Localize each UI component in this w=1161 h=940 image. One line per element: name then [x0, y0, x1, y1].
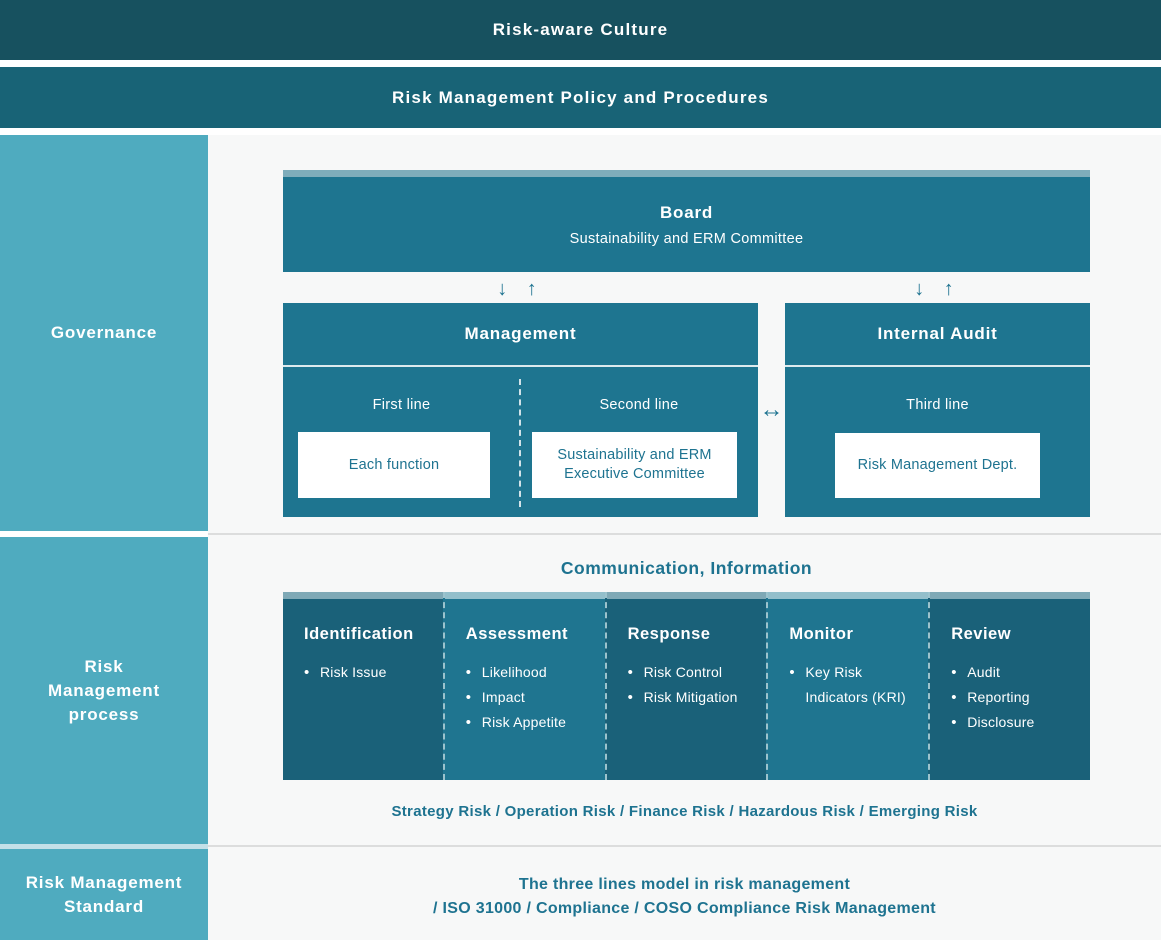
management-header-divider — [283, 365, 758, 367]
first-line-label: First line — [372, 397, 431, 413]
erm-executive-committee-box: Sustainability and ERM Executive Committ… — [532, 432, 737, 498]
down-up-arrows-icon: ↓ ↑ — [914, 277, 961, 300]
column-monitor: Monitor • Key Risk Indicators (KRI) — [766, 592, 929, 780]
internal-audit-box: Internal Audit Third line Risk Managemen… — [785, 303, 1090, 517]
column-top-strip — [606, 592, 767, 599]
risk-management-dept-box: Risk Management Dept. — [835, 433, 1040, 498]
sidebar-label-line: Risk — [84, 656, 124, 676]
communication-information-label: Communication, Information — [560, 558, 813, 578]
board-box: Board Sustainability and ERM Committee — [283, 177, 1090, 272]
bullet-icon: • — [465, 714, 472, 731]
sidebar-label-line: process — [68, 704, 140, 724]
risk-types-label: Strategy Risk / Operation Risk / Finance… — [391, 803, 978, 820]
risk-process-columns: Identification • Risk Issue Assessment •… — [283, 592, 1090, 780]
each-function-box: Each function — [298, 432, 490, 498]
bullet-icon: • — [465, 664, 472, 681]
board-title: Board — [659, 203, 714, 222]
list-item: • Reporting — [951, 685, 1080, 710]
column-title: Review — [951, 625, 1012, 643]
left-right-arrow-icon: ↔ — [759, 396, 784, 423]
bullet-icon: • — [951, 714, 957, 731]
list-item: • Audit — [951, 660, 1080, 685]
internal-audit-header-divider — [785, 365, 1090, 367]
bullet-icon: • — [465, 689, 472, 706]
column-title: Response — [627, 625, 711, 643]
column-identification: Identification • Risk Issue — [283, 592, 443, 780]
list-item: • Impact — [466, 685, 595, 710]
column-title: Assessment — [465, 625, 569, 643]
banner-risk-policy: Risk Management Policy and Procedures — [0, 67, 1161, 128]
section-divider — [208, 533, 1161, 535]
sidebar-section-risk-management-standard: Risk Management Standard — [0, 849, 208, 940]
column-review: Review • Audit • Reporting • Disclosure — [928, 592, 1090, 780]
column-title: Identification — [304, 625, 414, 643]
standard-line: The three lines model in risk management — [518, 876, 851, 893]
bullet-icon: • — [304, 664, 310, 681]
bullet-icon: • — [627, 689, 634, 706]
list-item: • Likelihood — [466, 660, 595, 685]
list-item: • Key Risk Indicators (KRI) — [789, 660, 918, 710]
column-assessment: Assessment • Likelihood • Impact • Risk … — [442, 592, 605, 780]
column-top-strip — [930, 592, 1090, 599]
bullet-icon: • — [627, 664, 634, 681]
down-up-arrows-icon: ↓ ↑ — [497, 277, 544, 300]
sidebar-label-line: Risk Management — [25, 872, 183, 892]
column-title: Monitor — [789, 625, 854, 643]
bullet-icon: • — [789, 664, 795, 681]
risk-management-standard-text: The three lines model in risk management… — [208, 873, 1161, 920]
sidebar-section-divider — [0, 844, 208, 849]
column-response: Response • Risk Control • Risk Mitigatio… — [604, 592, 767, 780]
management-box: Management First line Second line Each f… — [283, 303, 758, 517]
board-subtitle: Sustainability and ERM Committee — [569, 231, 804, 247]
list-item: • Risk Appetite — [466, 710, 595, 735]
sidebar-label-line: Management — [48, 680, 160, 700]
list-item: • Risk Issue — [304, 660, 433, 685]
bullet-icon: • — [951, 664, 957, 681]
section-divider — [208, 845, 1161, 847]
list-item: • Disclosure — [951, 710, 1080, 735]
bullet-icon: • — [951, 689, 957, 706]
first-second-line-dashed-divider — [519, 379, 521, 507]
column-top-strip — [283, 592, 443, 599]
board-top-strip — [283, 170, 1090, 177]
banner-risk-aware-culture: Risk-aware Culture — [0, 0, 1161, 60]
list-item: • Risk Control — [628, 660, 757, 685]
standard-line: / ISO 31000 / Compliance / COSO Complian… — [433, 899, 936, 917]
sidebar-label-governance: Governance — [50, 323, 158, 342]
sidebar-section-risk-management-process: Risk Management process — [0, 537, 208, 844]
column-top-strip — [444, 592, 605, 599]
column-top-strip — [768, 592, 929, 599]
second-line-label: Second line — [599, 397, 679, 413]
list-item: • Risk Mitigation — [628, 685, 757, 710]
sidebar-label-line: Standard — [63, 896, 145, 916]
internal-audit-title: Internal Audit — [877, 324, 998, 343]
sidebar-section-governance: Governance — [0, 135, 208, 531]
management-title: Management — [464, 324, 577, 343]
third-line-label: Third line — [906, 397, 969, 413]
